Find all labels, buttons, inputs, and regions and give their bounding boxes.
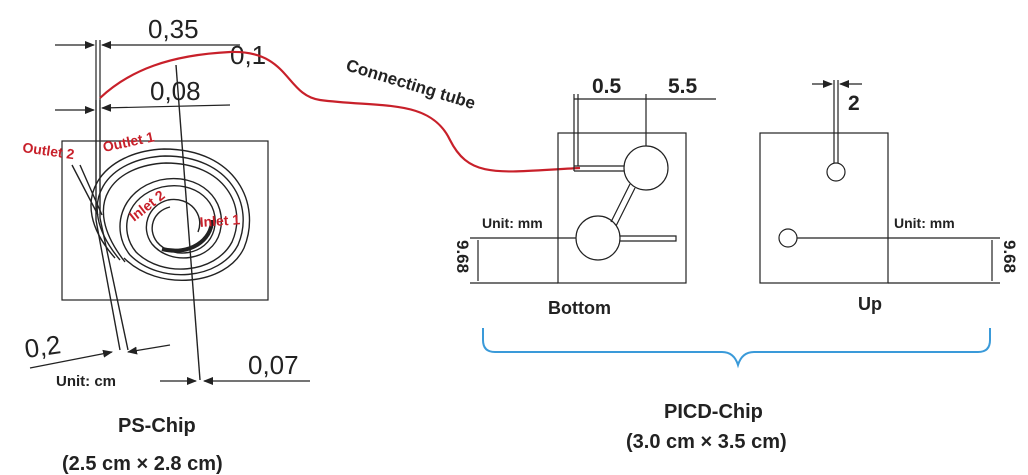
picd-up: 2 Unit: mm 9.68 Up bbox=[759, 80, 1019, 314]
up-outlet-channel bbox=[833, 80, 839, 163]
outlet2-label: Outlet 2 bbox=[22, 139, 76, 162]
inlet1-line bbox=[175, 64, 201, 381]
up-hole-upper bbox=[826, 162, 846, 182]
up-height-label: 9.68 bbox=[1000, 240, 1019, 273]
picd-chip-size: (3.0 cm × 3.5 cm) bbox=[626, 431, 787, 453]
dim-02-line bbox=[29, 349, 113, 369]
dim-01: 0,1 bbox=[230, 40, 266, 70]
picd-chip-name: PICD-Chip bbox=[664, 401, 763, 423]
inlet1-label: Inlet 1 bbox=[199, 211, 241, 230]
ps-chip-body bbox=[61, 140, 269, 301]
bottom-height-label: 9.68 bbox=[453, 240, 472, 273]
ps-chip-size: (2.5 cm × 2.8 cm) bbox=[62, 453, 223, 475]
picd-brace bbox=[482, 328, 991, 369]
dim-035: 0,35 bbox=[148, 14, 199, 44]
up-body bbox=[759, 132, 889, 284]
inlet1-channel bbox=[161, 219, 214, 253]
dim-008: 0,08 bbox=[150, 76, 201, 106]
picd-bottom: 0.5 5.5 Unit: mm 9.68 Bottom bbox=[453, 75, 716, 318]
outlet-channels bbox=[71, 164, 103, 216]
bottom-connector bbox=[610, 183, 636, 227]
dim-008-line2 bbox=[101, 103, 231, 112]
bottom-dim-55-label: 5.5 bbox=[668, 75, 698, 98]
bottom-body bbox=[557, 132, 687, 284]
ps-chip: 0,35 0,1 0,08 0,2 Unit: cm 0,07 Outlet 2… bbox=[22, 14, 310, 475]
bottom-label: Bottom bbox=[548, 298, 611, 318]
dim-007: 0,07 bbox=[248, 350, 299, 380]
bottom-chamber-lower bbox=[575, 215, 621, 261]
bottom-chamber-upper bbox=[623, 145, 669, 191]
up-label: Up bbox=[858, 294, 882, 314]
ps-chip-name: PS-Chip bbox=[118, 415, 196, 437]
ps-unit-label: Unit: cm bbox=[56, 373, 116, 390]
bottom-dim-05-label: 0.5 bbox=[592, 75, 622, 98]
bottom-unit-label: Unit: mm bbox=[482, 215, 543, 231]
dim-02-line2 bbox=[127, 344, 171, 355]
bottom-outlet-channel bbox=[573, 165, 624, 172]
up-unit-label: Unit: mm bbox=[894, 215, 955, 231]
up-hole-lower bbox=[778, 228, 798, 248]
connecting-tube bbox=[99, 50, 581, 173]
dim-02: 0,2 bbox=[23, 329, 63, 364]
outlet1-line bbox=[99, 100, 129, 351]
outlet2-line bbox=[95, 100, 121, 351]
bottom-inlet-channel bbox=[620, 235, 677, 242]
up-dim-2-label: 2 bbox=[848, 92, 860, 115]
